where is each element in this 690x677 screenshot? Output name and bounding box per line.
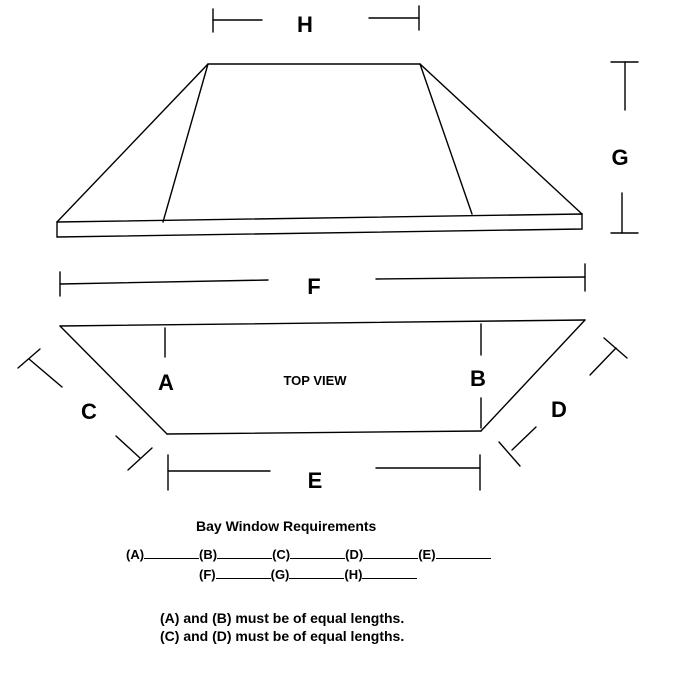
label-f: F [307, 274, 320, 299]
field-label-f: (F) [199, 567, 216, 582]
label-e: E [308, 468, 323, 493]
blank-e [435, 546, 491, 559]
requirements-row-2: (F) (G) (H) [199, 566, 418, 582]
dimension-c [17, 348, 153, 471]
dimension-e [167, 454, 481, 491]
blank-b [217, 546, 273, 559]
top-side-c [59, 325, 168, 435]
dimension-g [610, 61, 639, 234]
blank-f [215, 566, 271, 579]
requirements-title: Bay Window Requirements [196, 518, 377, 534]
note-equal-c-d: (C) and (D) must be of equal lengths. [160, 628, 405, 644]
field-label-c: (C) [272, 547, 291, 562]
label-d: D [551, 397, 567, 422]
top-view-label: TOP VIEW [283, 373, 347, 388]
top-view [59, 319, 586, 435]
front-roof-outline [56, 63, 583, 223]
note-equal-a-b: (A) and (B) must be of equal lengths. [160, 610, 405, 626]
blank-d [363, 546, 419, 559]
requirements-row-1: (A) (B) (C) (D) (E) [126, 546, 491, 562]
field-label-h: (H) [344, 567, 363, 582]
top-front-e [166, 430, 482, 435]
front-base-board [56, 213, 583, 238]
blank-a [144, 546, 200, 559]
field-label-b: (B) [199, 547, 218, 562]
dimension-d [498, 337, 628, 467]
label-c: C [81, 399, 97, 424]
front-left-corner-line [162, 63, 209, 223]
blank-h [362, 566, 418, 579]
field-label-d: (D) [345, 547, 364, 562]
label-a: A [158, 370, 174, 395]
field-label-a: (A) [126, 547, 145, 562]
field-label-e: (E) [418, 547, 436, 562]
top-side-d [480, 319, 586, 432]
label-g: G [611, 145, 628, 170]
field-label-g: (G) [270, 567, 290, 582]
blank-c [290, 546, 346, 559]
label-b: B [470, 366, 486, 391]
blank-g [289, 566, 345, 579]
label-h: H [297, 12, 313, 37]
top-back-wall [59, 319, 586, 327]
front-right-corner-line [419, 63, 473, 215]
dimension-h [212, 5, 420, 33]
front-view [56, 63, 583, 238]
dimension-f [59, 263, 586, 297]
